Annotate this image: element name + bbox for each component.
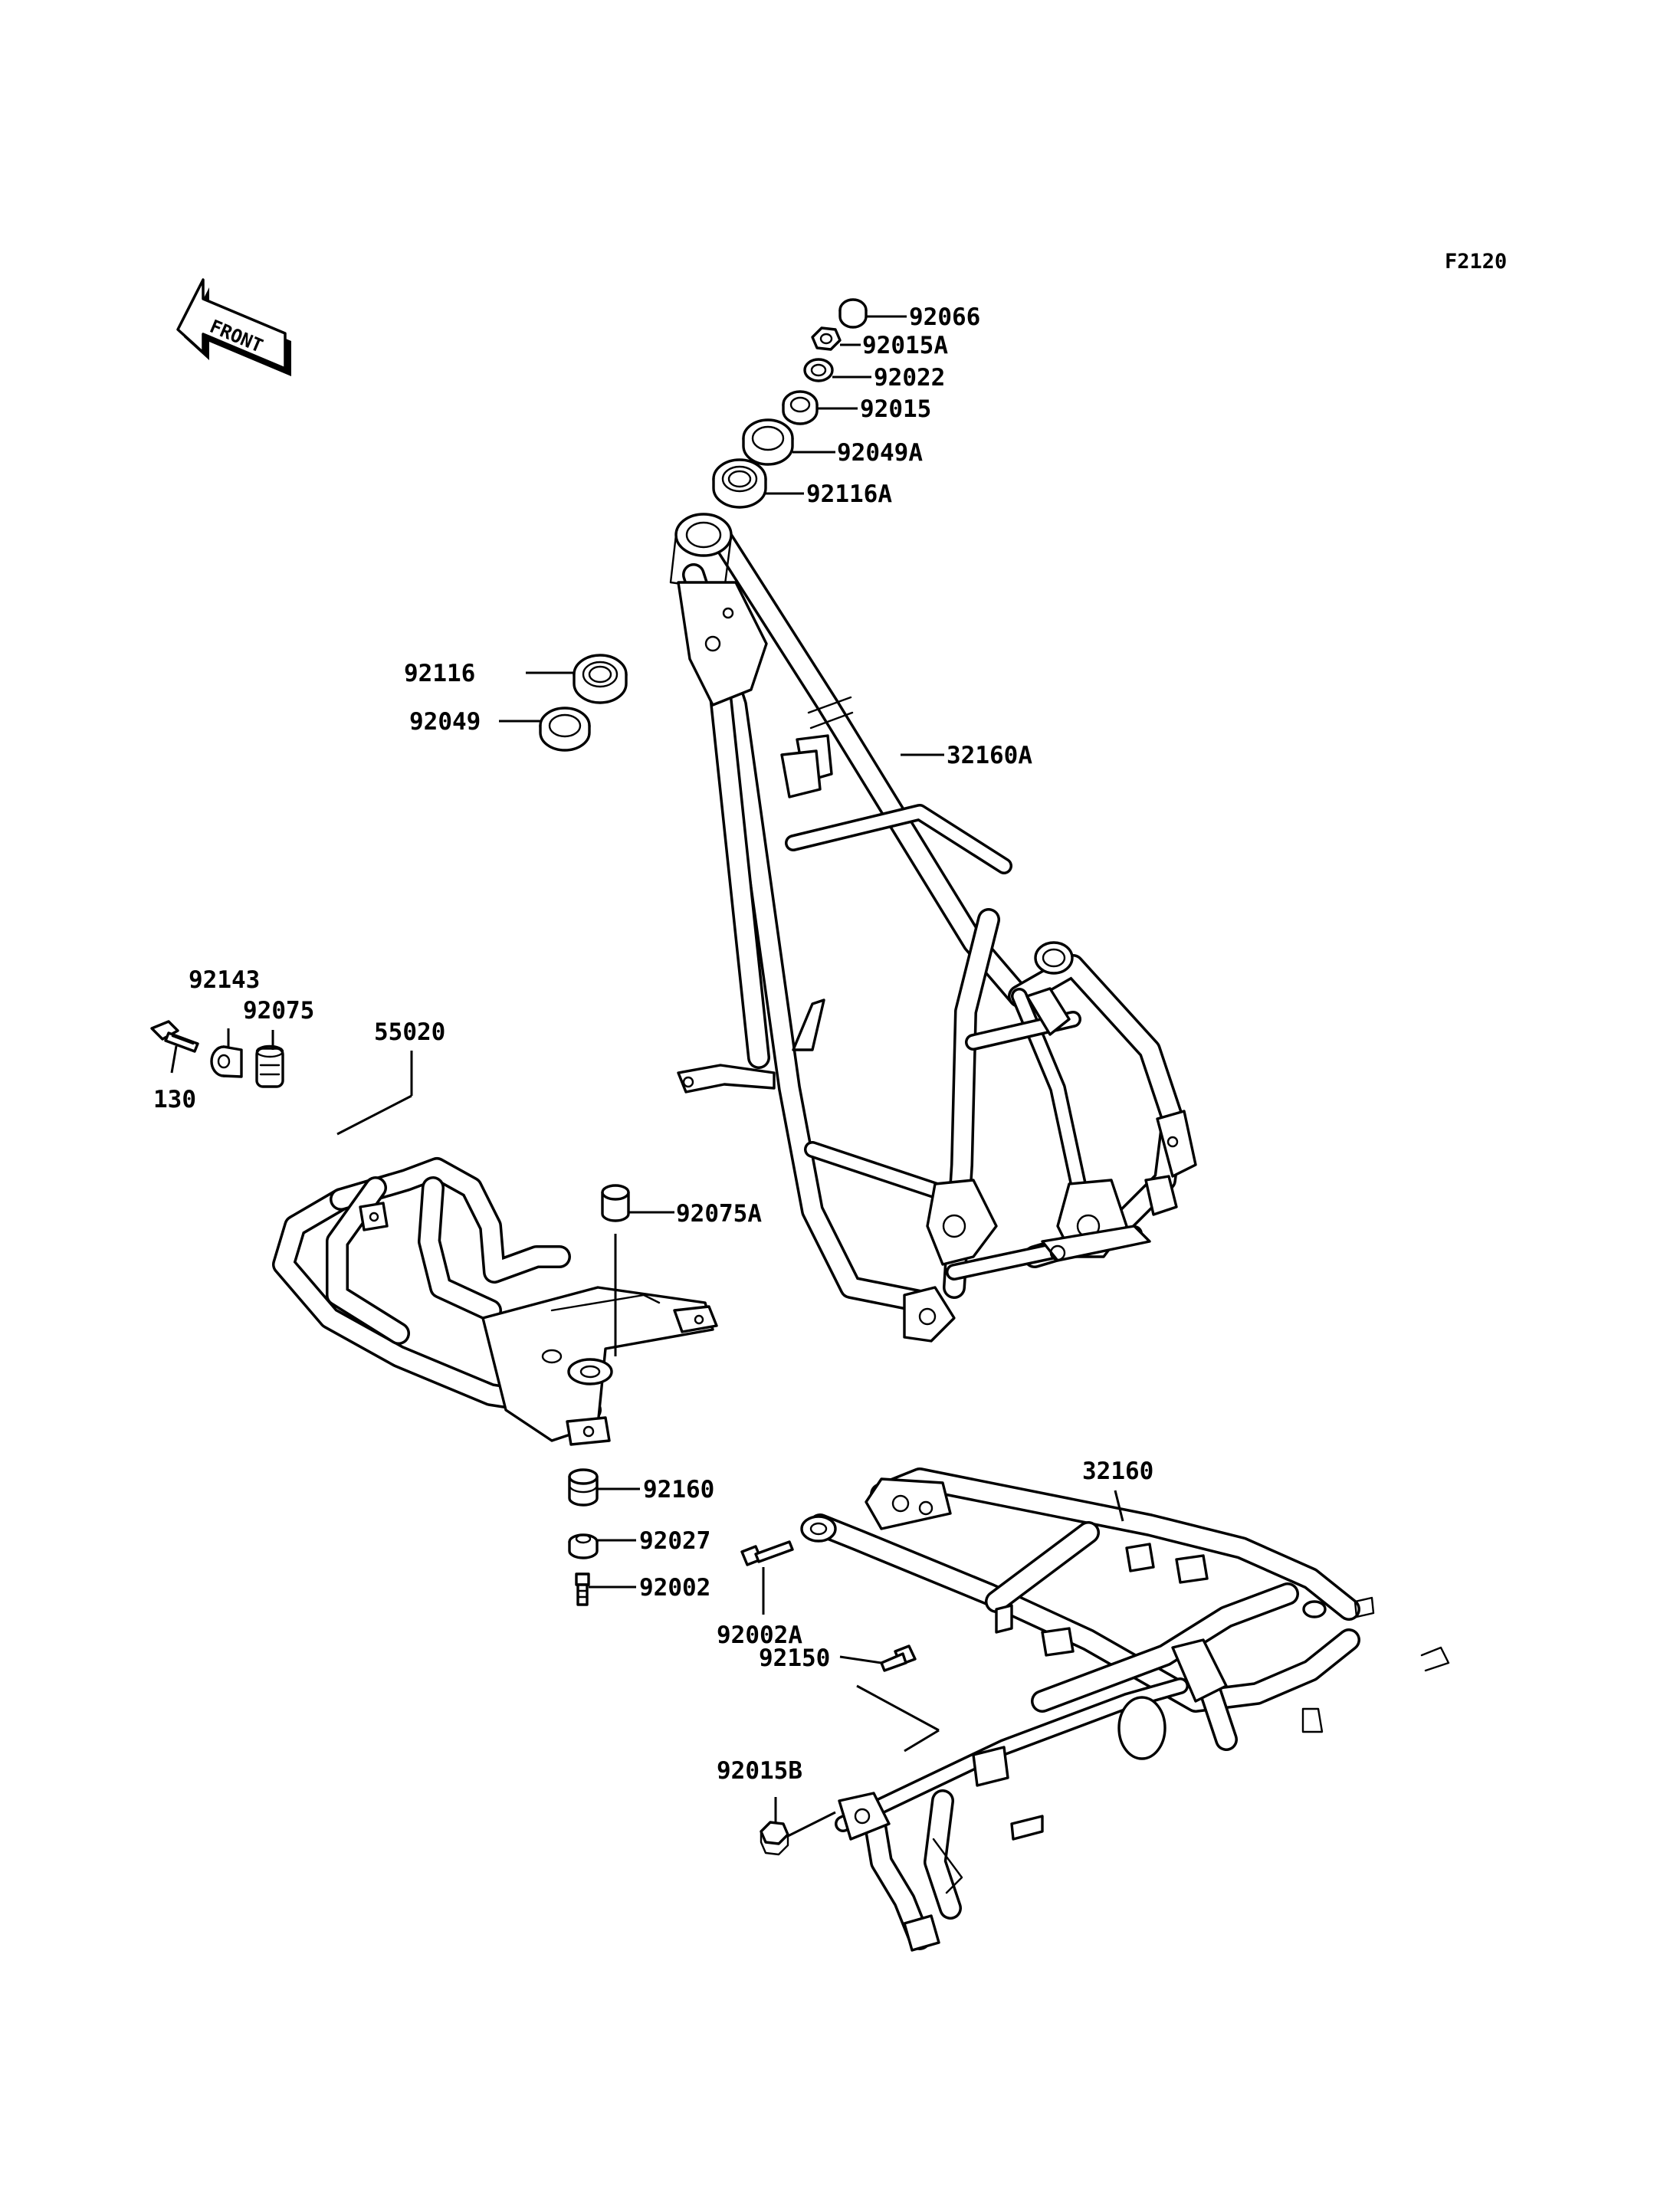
label-92002A: 92002A [717, 1622, 802, 1649]
part-labels: 92066 92015A 92022 92015 92049A 92116A 9… [153, 303, 1153, 1785]
damper-92160 [568, 1468, 599, 1507]
label-130: 130 [153, 1086, 196, 1113]
diagram-code: F2120 [1445, 250, 1507, 274]
label-92116: 92116 [404, 660, 475, 687]
label-32160A: 32160A [947, 742, 1032, 769]
steering-stem-parts [539, 298, 868, 752]
damper-92075 [255, 1044, 284, 1088]
skid-plate-55020 [272, 1157, 718, 1446]
bearing-92116 [573, 654, 628, 704]
collar-92143 [210, 1045, 243, 1078]
label-32160: 32160 [1082, 1458, 1153, 1485]
main-frame-32160A [669, 513, 1197, 1343]
label-92049: 92049 [409, 708, 481, 736]
bolt-92150 [880, 1644, 917, 1672]
collar-92027 [568, 1533, 599, 1559]
bolt-130 [150, 1020, 199, 1053]
label-92015A: 92015A [862, 332, 948, 359]
cap-92066 [838, 298, 868, 329]
seal-92049A [742, 418, 794, 466]
leader-lines [170, 315, 1124, 1838]
label-92027: 92027 [639, 1527, 710, 1555]
bolt-92002 [575, 1572, 590, 1606]
label-92015B: 92015B [717, 1757, 802, 1785]
nut-92015 [782, 390, 819, 425]
label-92002: 92002 [639, 1574, 710, 1602]
label-92116A: 92116A [806, 480, 892, 508]
label-92049A: 92049A [837, 439, 923, 467]
label-92066: 92066 [909, 303, 980, 331]
front-arrow-icon: FRONT [176, 278, 291, 376]
label-92015: 92015 [860, 395, 931, 423]
seal-92049 [539, 707, 591, 752]
label-92075A: 92075A [676, 1200, 762, 1228]
label-92075: 92075 [243, 997, 314, 1025]
bolt-92002A [740, 1540, 794, 1566]
nut-92015B [760, 1821, 789, 1856]
damper-92075A [601, 1184, 630, 1222]
washer-92022 [803, 358, 834, 382]
bearing-92116A [712, 458, 767, 509]
label-92143: 92143 [189, 966, 260, 994]
label-92022: 92022 [874, 364, 945, 392]
label-92160: 92160 [643, 1476, 714, 1503]
nut-92015A [811, 326, 842, 351]
label-55020: 55020 [374, 1018, 445, 1046]
label-92150: 92150 [759, 1644, 830, 1672]
sub-frame-32160 [800, 1467, 1450, 1952]
